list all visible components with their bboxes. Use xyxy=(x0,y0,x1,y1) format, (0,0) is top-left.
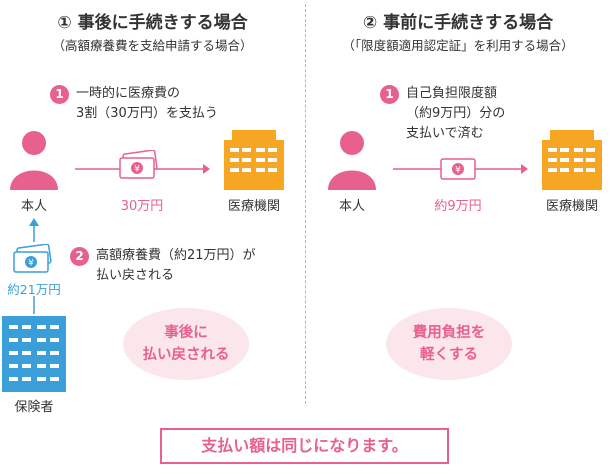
left-highlight-bubble: 事後に 払い戻される xyxy=(123,308,249,380)
left-payment-amount: 30万円 xyxy=(120,199,164,214)
banknote-icon: ¥ xyxy=(440,158,476,180)
left-step2-line: 払い戻される xyxy=(96,268,175,283)
step-1-badge-left: 1 xyxy=(50,85,69,104)
currency-symbol: ¥ xyxy=(455,166,461,176)
refund-line xyxy=(33,296,35,314)
left-person-label: 本人 xyxy=(20,199,47,214)
right-person-label: 本人 xyxy=(338,199,365,214)
left-step2-line: 高額療養費（約21万円）が xyxy=(96,248,256,263)
right-bubble-line: 費用負担を xyxy=(412,325,486,341)
right-step1-text: 自己負担限度額 （約9万円）分の 支払いで済む xyxy=(406,84,505,144)
banknotes-icon: ¥ xyxy=(119,150,158,179)
step-1-badge-right: 1 xyxy=(380,85,399,104)
left-bubble-line: 事後に xyxy=(164,325,208,341)
person-icon xyxy=(10,131,58,190)
hospital-icon xyxy=(542,130,602,190)
left-step2-text: 高額療養費（約21万円）が 払い戻される xyxy=(96,246,256,286)
refund-arrow-up xyxy=(29,218,39,242)
right-title: ② 事前に手続きする場合 xyxy=(362,13,554,33)
right-bubble-line: 軽くする xyxy=(420,347,478,363)
insurer-label: 保険者 xyxy=(14,400,54,415)
center-divider xyxy=(305,4,306,404)
footer-note: 支払い額は同じになります。 xyxy=(160,428,449,464)
right-highlight-bubble: 費用負担を 軽くする xyxy=(386,308,512,380)
insurer-building-icon xyxy=(2,316,66,392)
right-step1-line: 自己負担限度額 xyxy=(406,86,498,101)
currency-symbol: ¥ xyxy=(134,165,140,175)
right-payment-amount: 約9万円 xyxy=(434,199,482,214)
left-title: ① 事後に手続きする場合 xyxy=(57,13,248,33)
currency-symbol: ¥ xyxy=(28,259,34,269)
refund-amount: 約21万円 xyxy=(7,282,61,297)
left-step1-text: 一時的に医療費の 3割（30万円）を支払う xyxy=(76,84,218,124)
refund-banknotes-icon: ¥ xyxy=(13,244,52,273)
person-icon xyxy=(328,131,376,190)
left-bubble-line: 払い戻される xyxy=(142,347,230,363)
right-subtitle: （「限度額適用認定証」を利用する場合） xyxy=(342,38,574,53)
step-2-badge-left: 2 xyxy=(70,247,89,266)
left-step1-line: 3割（30万円）を支払う xyxy=(76,106,218,121)
left-subtitle: （高額療養費を支給申請する場合） xyxy=(52,38,253,53)
left-step1-line: 一時的に医療費の xyxy=(76,86,181,101)
right-step1-line: （約9万円）分の xyxy=(406,106,506,121)
left-hospital-label: 医療機関 xyxy=(227,199,280,214)
right-hospital-label: 医療機関 xyxy=(545,199,598,214)
right-step1-line: 支払いで済む xyxy=(406,126,484,141)
hospital-icon xyxy=(224,130,284,190)
